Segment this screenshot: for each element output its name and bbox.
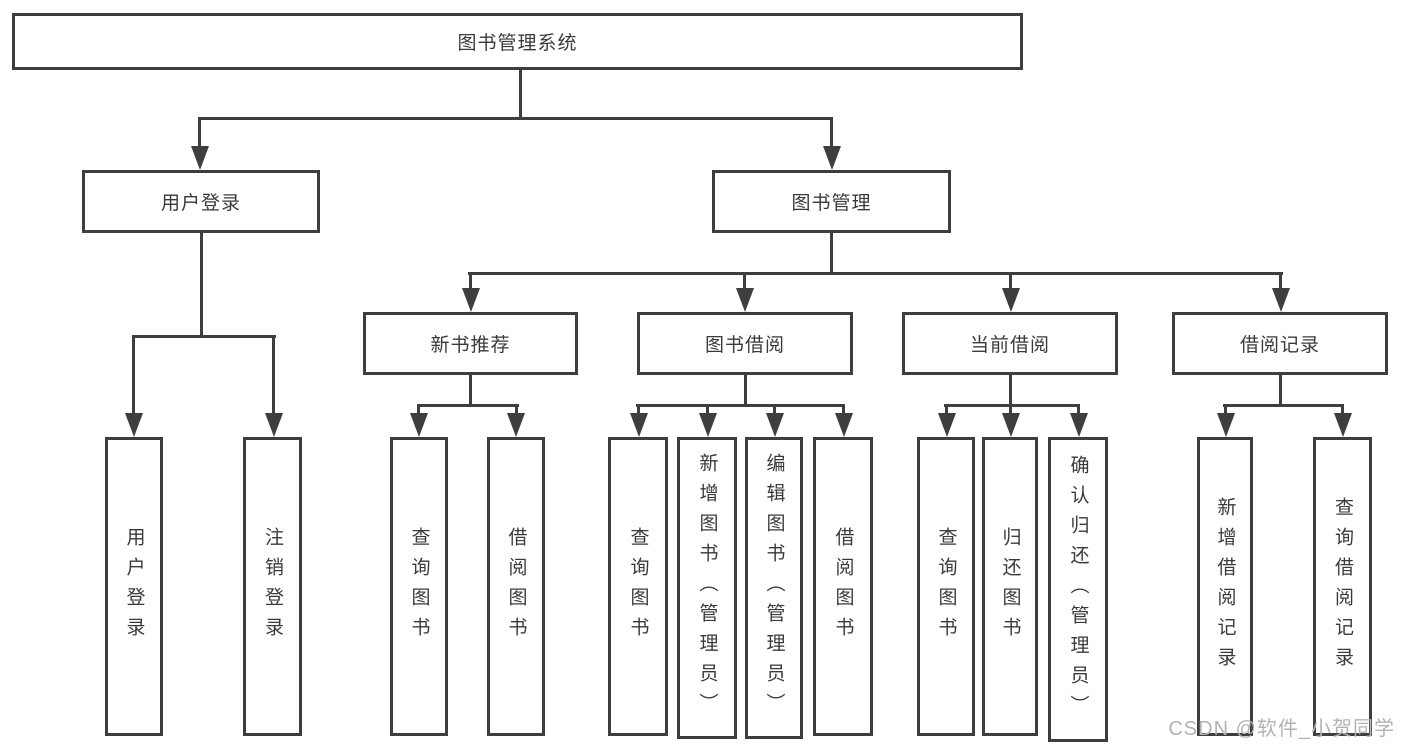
connector-line [636, 404, 845, 407]
connector-line [1009, 375, 1012, 407]
leaf-logout: 注销登录 [243, 437, 302, 736]
leaf-user-login-label: 用户登录 [123, 526, 145, 647]
connector-arrowhead [191, 146, 209, 170]
leaf-return-book: 归还图书 [982, 437, 1038, 736]
connector-arrowhead [699, 413, 717, 437]
connector-line [944, 404, 1080, 407]
connector-arrowhead [1217, 413, 1235, 437]
connector-line [132, 335, 276, 338]
leaf-add-borrow-record: 新增借阅记录 [1197, 437, 1253, 736]
connector-line [1279, 272, 1282, 291]
leaf-query-books-borrow-label: 查询图书 [627, 526, 649, 647]
connector-arrowhead [1070, 413, 1088, 437]
connector-line [830, 233, 833, 275]
connector-line [272, 335, 275, 417]
watermark-text: CSDN @软件_小贺同学 [1168, 718, 1395, 740]
node-book-management: 图书管理 [712, 170, 951, 233]
node-borrow-records: 借阅记录 [1172, 312, 1388, 375]
connector-line [1223, 404, 1344, 407]
connector-arrowhead [462, 288, 480, 312]
leaf-edit-book-admin-label: 编辑图书（管理员） [763, 453, 785, 723]
leaf-borrow-books-recommend-label: 借阅图书 [505, 526, 527, 647]
node-book-borrow: 图书借阅 [637, 312, 853, 375]
connector-line [519, 70, 522, 119]
connector-line [469, 375, 472, 407]
leaf-query-borrow-record: 查询借阅记录 [1313, 437, 1372, 736]
leaf-query-borrow-record-label: 查询借阅记录 [1332, 496, 1353, 677]
connector-line [1341, 404, 1344, 418]
node-new-book-recommend: 新书推荐 [363, 312, 578, 375]
connector-arrowhead [410, 413, 428, 437]
connector-arrowhead [766, 413, 784, 437]
leaf-add-borrow-record-label: 新增借阅记录 [1214, 496, 1236, 677]
connector-line [469, 272, 472, 291]
connector-arrowhead [1334, 413, 1352, 437]
connector-arrowhead [823, 146, 841, 170]
connector-arrowhead [630, 413, 648, 437]
connector-line [198, 117, 201, 150]
node-current-borrow: 当前借阅 [902, 312, 1118, 375]
connector-line [468, 272, 1283, 275]
connector-arrowhead [736, 288, 754, 312]
connector-line [198, 117, 833, 120]
connector-line [132, 335, 135, 417]
connector-line [515, 404, 518, 418]
leaf-borrow-books-recommend: 借阅图书 [487, 437, 545, 736]
connector-arrowhead [1002, 413, 1020, 437]
leaf-query-books-recommend: 查询图书 [390, 437, 448, 736]
leaf-query-books-borrow: 查询图书 [608, 437, 668, 736]
leaf-edit-book-admin: 编辑图书（管理员） [745, 437, 803, 739]
connector-line [637, 404, 640, 418]
connector-arrowhead [265, 413, 283, 437]
connector-line [1009, 404, 1012, 418]
connector-line [417, 404, 420, 418]
connector-line [842, 404, 845, 418]
leaf-return-book-label: 归还图书 [999, 526, 1021, 647]
leaf-confirm-return-admin: 确认归还（管理员） [1048, 437, 1108, 742]
connector-line [1077, 404, 1080, 418]
connector-line [417, 404, 519, 407]
connector-arrowhead [125, 413, 143, 437]
connector-line [1224, 404, 1227, 418]
connector-line [200, 233, 203, 338]
leaf-query-books-recommend-label: 查询图书 [408, 526, 430, 647]
connector-line [1009, 272, 1012, 291]
connector-line [744, 375, 747, 407]
leaf-add-book-admin-label: 新增图书（管理员） [696, 453, 718, 723]
connector-arrowhead [1272, 288, 1290, 312]
connector-arrowhead [507, 413, 525, 437]
connector-line [743, 272, 746, 291]
connector-line [945, 404, 948, 418]
leaf-confirm-return-admin-label: 确认归还（管理员） [1067, 454, 1089, 725]
leaf-borrow-books-2: 借阅图书 [813, 437, 873, 736]
connector-line [830, 117, 833, 150]
connector-arrowhead [938, 413, 956, 437]
connector-line [773, 404, 776, 418]
leaf-query-books-current-label: 查询图书 [935, 526, 957, 647]
connector-line [706, 404, 709, 418]
connector-arrowhead [835, 413, 853, 437]
node-user-login: 用户登录 [82, 170, 320, 233]
leaf-logout-label: 注销登录 [262, 526, 283, 647]
leaf-borrow-books-2-label: 借阅图书 [832, 526, 854, 647]
leaf-query-books-current: 查询图书 [917, 437, 975, 736]
leaf-add-book-admin: 新增图书（管理员） [677, 437, 737, 739]
connector-arrowhead [1002, 288, 1020, 312]
connector-line [1279, 375, 1282, 407]
node-root-library-system: 图书管理系统 [12, 13, 1023, 70]
leaf-user-login: 用户登录 [105, 437, 163, 736]
